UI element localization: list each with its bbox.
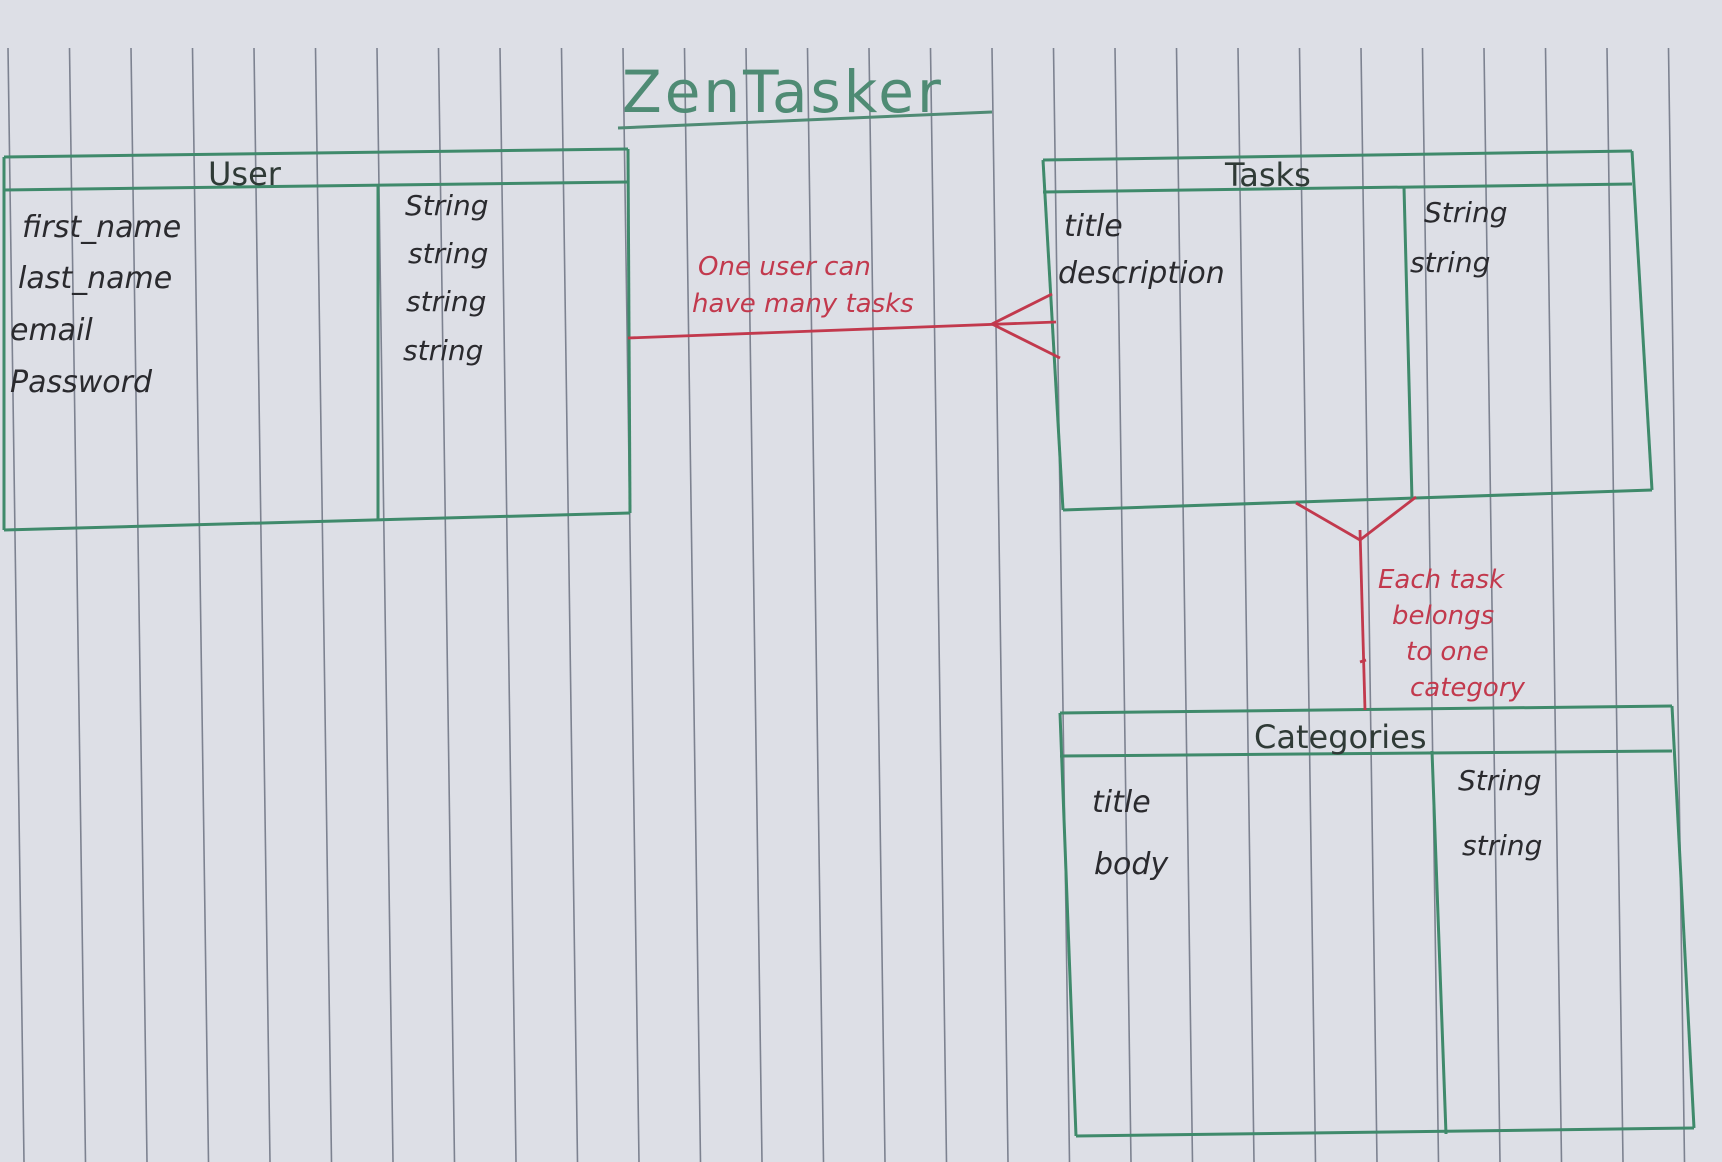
user-type-last-name: string xyxy=(408,237,488,270)
crows-foot-upper xyxy=(991,292,1053,326)
rule-line xyxy=(868,47,886,1162)
categories-table-bottom-border xyxy=(1075,1126,1695,1138)
user-table-header-divider xyxy=(3,180,629,192)
tasks-table-column-divider xyxy=(1402,186,1414,501)
rule-line xyxy=(1175,47,1194,1162)
categories-table-right-border xyxy=(1670,705,1696,1129)
rule-line xyxy=(929,47,948,1162)
user-table-header: User xyxy=(208,155,282,193)
rule-line xyxy=(1606,47,1624,1162)
rule-line xyxy=(1114,47,1132,1162)
tasks-categories-label-line2: belongs xyxy=(1392,601,1494,631)
tasks-type-description: string xyxy=(1410,246,1490,279)
user-tasks-relationship-line xyxy=(627,292,1061,360)
categories-table-header: Categories xyxy=(1254,718,1426,756)
tasks-categories-label-line1: Each task xyxy=(1378,565,1505,595)
rule-line xyxy=(1421,47,1440,1162)
rule-line xyxy=(560,47,579,1162)
tasks-table-top-border xyxy=(1042,149,1633,162)
rule-line xyxy=(806,47,825,1162)
categories-attr-title: title xyxy=(1092,785,1151,820)
rule-line xyxy=(314,47,333,1162)
user-table-bottom-border xyxy=(3,511,631,532)
categories-table-header-divider xyxy=(1059,749,1673,758)
rule-line xyxy=(1360,47,1378,1162)
rule-line xyxy=(1667,47,1686,1162)
rule-line xyxy=(991,47,1009,1162)
crows-foot-right xyxy=(1359,495,1417,542)
tasks-categories-label-line3: to one xyxy=(1406,637,1489,667)
rule-line xyxy=(1052,47,1071,1162)
diagram-title: ZenTasker xyxy=(622,58,944,126)
user-tasks-label-line2: have many tasks xyxy=(692,289,914,319)
rule-line xyxy=(130,47,148,1162)
user-tasks-label-line1: One user can xyxy=(698,252,871,282)
user-table-top-border xyxy=(3,147,629,159)
tasks-table-left-border xyxy=(1041,159,1065,511)
rule-line xyxy=(376,47,394,1162)
categories-type-title: String xyxy=(1458,764,1542,797)
categories-attr-body: body xyxy=(1094,847,1169,882)
tasks-categories-relationship-line xyxy=(1295,495,1417,711)
tasks-table xyxy=(1041,149,1654,512)
tasks-table-bottom-border xyxy=(1062,488,1653,512)
user-attr-last-name: last_name xyxy=(18,261,172,296)
tasks-table-header: Tasks xyxy=(1224,156,1311,194)
user-attr-email: email xyxy=(10,313,93,348)
rule-line xyxy=(191,47,210,1162)
rule-line xyxy=(499,47,517,1162)
crows-foot-left xyxy=(1295,501,1361,542)
rule-line xyxy=(1544,47,1563,1162)
rule-line xyxy=(7,47,25,1162)
tasks-attr-description: description xyxy=(1058,256,1225,291)
user-table-right-border xyxy=(626,148,632,514)
tasks-table-header-divider xyxy=(1042,182,1633,194)
categories-table-left-border xyxy=(1058,712,1078,1137)
one-marker-stem xyxy=(1359,658,1367,664)
rule-line xyxy=(253,47,271,1162)
user-type-email: string xyxy=(406,285,486,318)
rule-line xyxy=(745,47,763,1162)
user-type-password: string xyxy=(403,334,483,367)
rule-line xyxy=(683,47,702,1162)
crows-foot-lower xyxy=(991,322,1061,360)
rule-line xyxy=(437,47,456,1162)
title-underline xyxy=(617,110,993,130)
rule-line xyxy=(1237,47,1255,1162)
rule-line xyxy=(68,47,87,1162)
tasks-table-right-border xyxy=(1630,150,1654,491)
tasks-type-title: String xyxy=(1424,196,1508,229)
categories-type-body: string xyxy=(1462,829,1542,862)
user-attr-first-name: first_name xyxy=(22,210,181,245)
tasks-categories-label-line4: category xyxy=(1410,673,1526,703)
user-table xyxy=(2,147,632,532)
user-type-first-name: String xyxy=(405,189,489,222)
user-attr-password: Password xyxy=(10,365,153,400)
rule-line xyxy=(1298,47,1317,1162)
paper-rule-lines xyxy=(7,47,1686,1162)
rule-line xyxy=(1483,47,1501,1162)
tasks-attr-title: title xyxy=(1064,209,1123,244)
rule-line xyxy=(622,47,640,1162)
user-tasks-connector xyxy=(627,320,1057,340)
categories-table-column-divider xyxy=(1430,750,1448,1135)
tasks-categories-connector xyxy=(1358,529,1367,711)
